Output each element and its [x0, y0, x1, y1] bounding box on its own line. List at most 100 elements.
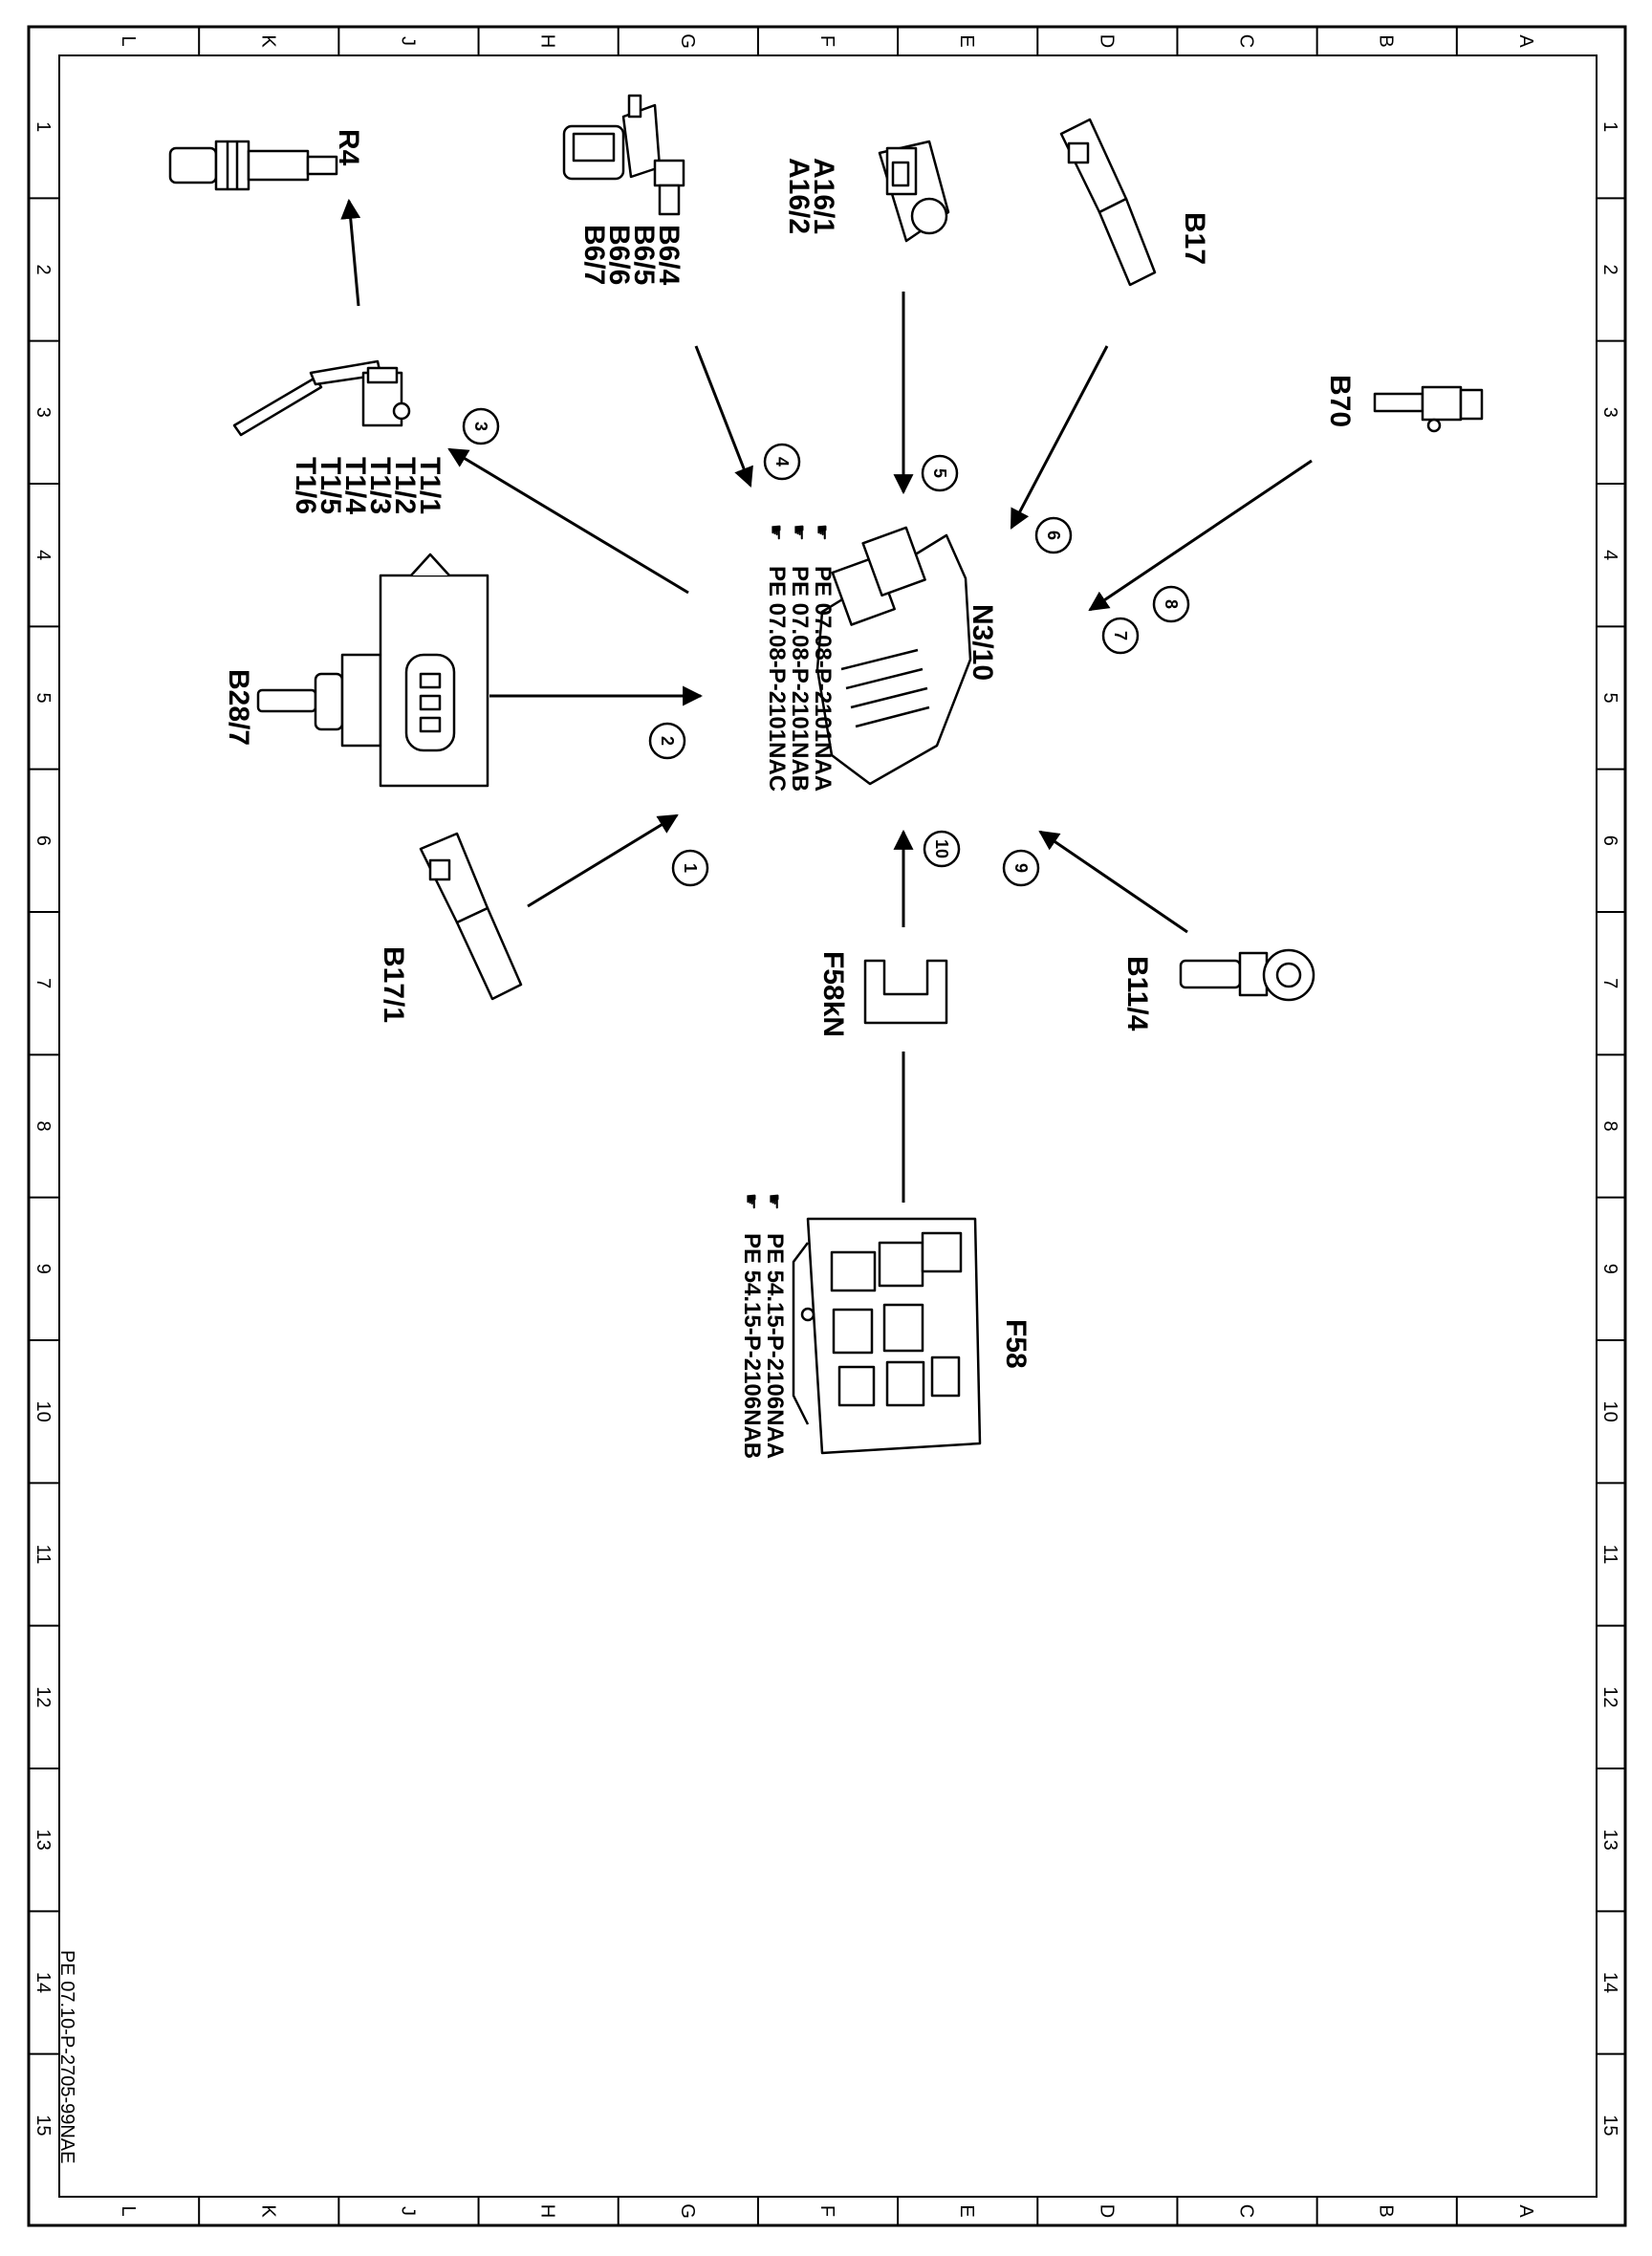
pointing-hand-icon: ☛	[763, 1193, 784, 1210]
row-label-right: 10	[1599, 1401, 1620, 1422]
column-label-bottom: A	[1515, 2204, 1536, 2218]
row-label-right: 2	[1599, 264, 1620, 274]
pressure-sensor-b28-7-drawing	[256, 553, 489, 788]
row-label-right: 3	[1599, 407, 1620, 418]
row-label-right: 8	[1599, 1120, 1620, 1131]
label-t1-2: T1/2	[389, 457, 421, 514]
label-r4: R4	[333, 129, 364, 166]
fuse-box-f58-drawing	[792, 1217, 982, 1455]
column-label-top: A	[1515, 34, 1536, 48]
arrow-3	[447, 447, 689, 595]
crankshaft-sensor-b70-drawing	[1373, 385, 1484, 433]
ref-ecu-3[interactable]: PE 07.08-P-2101NAC	[764, 566, 790, 792]
row-label-left: 11	[33, 1545, 54, 1565]
reference-icons-ecu: ☛ ☛ ☛	[765, 524, 832, 541]
callout-8-label: 8	[1162, 599, 1181, 609]
row-label-left: 4	[33, 550, 54, 560]
camshaft-sensor-b6-drawing	[562, 94, 685, 216]
column-label-bottom: C	[1236, 2204, 1257, 2218]
label-b11-4: B11/4	[1121, 956, 1153, 1031]
row-label-right: 7	[1599, 978, 1620, 988]
callout-1-circle	[671, 849, 709, 887]
ref-fuse-2[interactable]: PE 54.15-P-2106NAB	[739, 1233, 765, 1459]
label-a16-2: A16/2	[783, 158, 815, 234]
callout-circles	[462, 407, 1190, 887]
outer-frame	[27, 25, 1627, 2227]
engine-control-unit-n3-10-drawing	[815, 526, 972, 786]
row-label-left: 15	[33, 2115, 54, 2136]
ref-fuse-1[interactable]: PE 54.15-P-2106NAA	[762, 1233, 788, 1459]
column-label-top: H	[537, 34, 558, 48]
callout-1-label: 1	[681, 863, 700, 873]
intake-air-sensor-b17-drawing	[1059, 118, 1157, 287]
arrow-4	[694, 345, 753, 488]
reference-icons-fuse: ☛ ☛	[740, 1193, 784, 1210]
callout-4-circle	[763, 443, 801, 481]
row-label-right: 14	[1599, 1972, 1620, 1993]
arrow-1	[527, 813, 679, 908]
ref-ecu-2[interactable]: PE 07.08-P-2101NAB	[787, 566, 813, 792]
label-t1-6: T1/6	[290, 457, 321, 514]
callout-10-circle	[923, 830, 961, 868]
label-f58: F58	[1000, 1319, 1032, 1369]
callout-9-circle	[1002, 849, 1040, 887]
label-a16-1: A16/1	[808, 158, 839, 234]
pointing-hand-icon: ☛	[811, 524, 832, 541]
coolant-sensor-b11-4-drawing	[1179, 948, 1315, 1002]
label-b70: B70	[1324, 375, 1356, 427]
column-label-top: B	[1376, 34, 1397, 47]
relay-f58kn-drawing	[863, 959, 948, 1025]
callout-8-circle	[1152, 585, 1190, 623]
sensor-b17-1-drawing	[419, 832, 523, 1001]
grid-ticks	[29, 27, 1625, 2225]
callout-9-label: 9	[1011, 863, 1031, 873]
callout-3-circle	[462, 407, 500, 445]
row-label-right: 1	[1599, 121, 1620, 132]
label-f58kn: F58kN	[817, 951, 849, 1037]
callout-7-label: 7	[1111, 631, 1130, 640]
column-label-top: J	[397, 36, 418, 46]
drawing-number: PE 07.10-P-2705-99NAE	[56, 1950, 77, 2163]
label-t1-3: T1/3	[364, 457, 396, 514]
pointing-hand-icon: ☛	[788, 524, 809, 541]
inner-frame	[58, 54, 1598, 2198]
label-b17: B17	[1179, 212, 1210, 265]
column-label-bottom: K	[257, 2204, 278, 2218]
row-label-right: 15	[1599, 2115, 1620, 2136]
arrow-6	[1010, 345, 1109, 530]
reference-list-ecu: PE 07.08-P-2101NAA PE 07.08-P-2101NAB PE…	[764, 566, 836, 792]
arrow-9	[1038, 830, 1188, 934]
glow-plug-r4-drawing	[168, 140, 338, 191]
callout-5-label: 5	[930, 468, 949, 478]
knock-sensor-a16-drawing	[878, 140, 950, 243]
row-label-left: 5	[33, 692, 54, 703]
row-label-right: 5	[1599, 692, 1620, 703]
label-t1-5: T1/5	[315, 457, 346, 514]
column-label-bottom: F	[816, 2205, 837, 2217]
row-label-left: 3	[33, 407, 54, 418]
column-label-top: L	[118, 35, 139, 46]
ignition-output-t1-drawing	[232, 359, 411, 437]
label-t1-1: T1/1	[414, 457, 446, 514]
column-label-bottom: G	[677, 2203, 698, 2219]
row-label-right: 12	[1599, 1686, 1620, 1707]
row-label-right: 4	[1599, 550, 1620, 560]
row-label-left: 8	[33, 1120, 54, 1131]
column-label-bottom: H	[537, 2204, 558, 2218]
label-t1-4: T1/4	[339, 457, 371, 514]
row-label-left: 1	[33, 121, 54, 132]
callout-2-circle	[648, 722, 686, 760]
callout-2-label: 2	[658, 736, 677, 746]
ref-ecu-1[interactable]: PE 07.08-P-2101NAA	[810, 566, 836, 792]
label-b6-5: B6/5	[628, 225, 660, 285]
signal-arrows	[340, 198, 1313, 1203]
column-label-bottom: B	[1376, 2204, 1397, 2217]
callout-numbers: 1 2 3 4 5 6 7 8 9 10	[471, 422, 1181, 873]
label-n3-10: N3/10	[967, 604, 998, 681]
column-label-bottom: D	[1096, 2204, 1117, 2218]
callout-5-circle	[921, 454, 959, 492]
row-label-left: 12	[33, 1686, 54, 1707]
row-label-left: 14	[33, 1972, 54, 1993]
